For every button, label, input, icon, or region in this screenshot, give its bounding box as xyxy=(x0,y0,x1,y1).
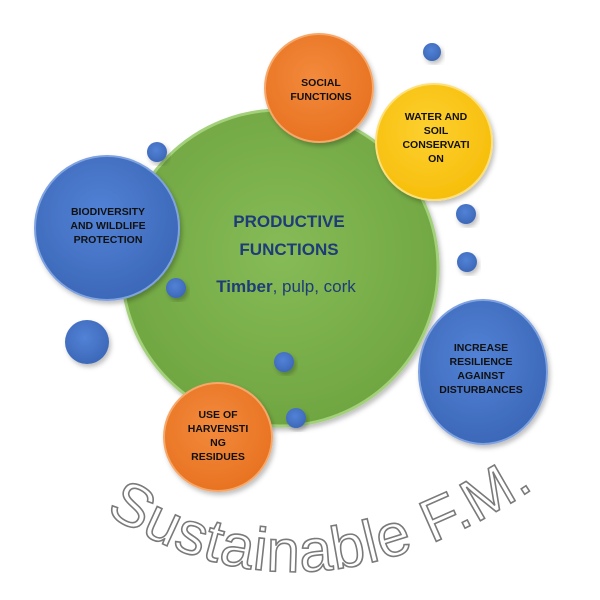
water-label-line1: WATER AND xyxy=(405,111,468,123)
center-subtitle-rest: , pulp, cork xyxy=(273,277,357,296)
biodiversity-circle xyxy=(34,155,180,301)
sustainable-fm-arc-textpath: Sustainable F.M. xyxy=(98,442,542,586)
social-label-line1: SOCIAL xyxy=(301,77,341,89)
biodiversity-label-line1: BIODIVERSITY xyxy=(71,206,145,218)
resilience-label-line3: AGAINST xyxy=(457,370,505,382)
residues-label-line4: RESIDUES xyxy=(191,451,245,463)
residues-label-line3: NG xyxy=(210,437,226,449)
sustainable-fm-arc-text: Sustainable F.M. xyxy=(98,442,542,585)
small-dot-inner-left xyxy=(166,278,186,298)
small-dot-top-left xyxy=(147,142,167,162)
water-label-line3: CONSERVATI xyxy=(402,139,469,151)
small-dot-inner-bottom xyxy=(274,352,294,372)
large-dot-left xyxy=(65,320,109,364)
resilience-label-line1: INCREASE xyxy=(454,342,508,354)
social-label-line2: FUNCTIONS xyxy=(290,91,351,103)
center-subtitle-bold: Timber xyxy=(216,277,273,296)
center-subtitle: Timber, pulp, cork xyxy=(216,277,356,296)
center-title-line2: FUNCTIONS xyxy=(239,240,338,259)
small-dot-bottom xyxy=(286,408,306,428)
social-functions-circle xyxy=(264,33,374,143)
biodiversity-label-line2: AND WILDLIFE xyxy=(70,220,145,232)
small-dot-right-upper xyxy=(456,204,476,224)
resilience-label-line4: DISTURBANCES xyxy=(439,384,522,396)
water-label-line2: SOIL xyxy=(424,125,449,137)
small-dot-top-right xyxy=(423,43,441,61)
center-title-line1: PRODUCTIVE xyxy=(233,212,344,231)
water-label-line4: ON xyxy=(428,153,444,165)
resilience-circle xyxy=(418,299,548,445)
small-dot-right-mid xyxy=(457,252,477,272)
biodiversity-label-line3: PROTECTION xyxy=(74,234,143,246)
resilience-label-line2: RESILIENCE xyxy=(449,356,512,368)
water-soil-circle xyxy=(375,83,493,201)
residues-circle xyxy=(163,382,273,492)
residues-label-line1: USE OF xyxy=(198,409,238,421)
residues-label-line2: HARVENSTI xyxy=(188,423,249,435)
